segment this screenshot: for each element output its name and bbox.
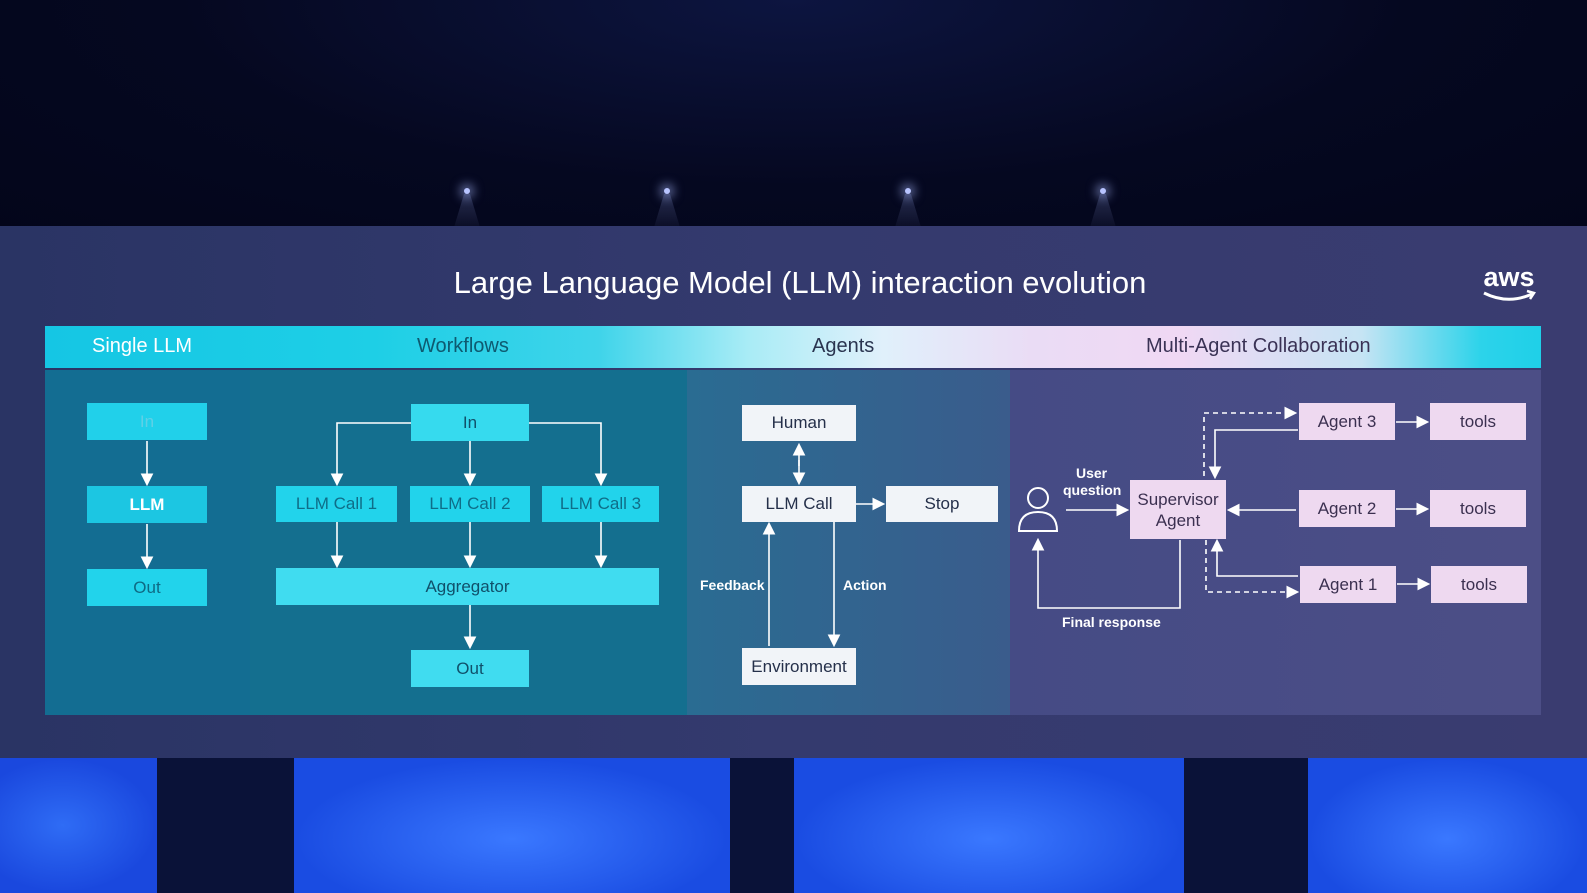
action-label: Action bbox=[843, 577, 887, 593]
supervisor-agent-box: Supervisor Agent bbox=[1130, 480, 1226, 539]
single-in-box: In bbox=[87, 403, 207, 440]
stage-led-panel bbox=[294, 758, 730, 893]
agents-stop-box: Stop bbox=[886, 486, 998, 522]
evolution-banner: Single LLM Workflows Agents Multi-Agent … bbox=[45, 326, 1541, 368]
stage-light bbox=[664, 188, 670, 194]
stage-label-agents: Agents bbox=[812, 335, 875, 357]
aws-logo: aws bbox=[1478, 262, 1540, 308]
stage-light bbox=[464, 188, 470, 194]
agents-environment-box: Environment bbox=[742, 648, 856, 685]
tools-box-1: tools bbox=[1431, 566, 1527, 603]
agent-2-box: Agent 2 bbox=[1299, 490, 1395, 527]
supervisor-label-2: Agent bbox=[1155, 510, 1201, 530]
tools-box-3: tools bbox=[1430, 403, 1526, 440]
stage-light bbox=[1100, 188, 1106, 194]
user-question-label-1: User bbox=[1076, 465, 1108, 481]
stage-ceiling bbox=[0, 0, 1587, 240]
workflow-aggregator: Aggregator bbox=[276, 568, 659, 605]
stage-label-workflows: Workflows bbox=[417, 335, 509, 357]
agent-3-box: Agent 3 bbox=[1299, 403, 1395, 440]
single-out-box: Out bbox=[87, 569, 207, 606]
person-icon bbox=[1017, 487, 1059, 532]
feedback-label: Feedback bbox=[700, 577, 765, 593]
stage-pillar bbox=[157, 758, 294, 893]
stage-pillar bbox=[730, 758, 794, 893]
stage-label-single-llm: Single LLM bbox=[92, 335, 193, 357]
workflow-in-box: In bbox=[411, 404, 529, 441]
stage-light bbox=[905, 188, 911, 194]
final-response-label: Final response bbox=[1062, 614, 1161, 630]
single-llm-box: LLM bbox=[87, 486, 207, 523]
agent-1-box: Agent 1 bbox=[1300, 566, 1396, 603]
workflow-llm-call-1: LLM Call 1 bbox=[276, 486, 397, 522]
supervisor-label-1: Supervisor bbox=[1137, 489, 1219, 509]
stage-pillar bbox=[1184, 758, 1308, 893]
slide-title: Large Language Model (LLM) interaction e… bbox=[453, 265, 1147, 300]
stage-led-panel bbox=[794, 758, 1184, 893]
stage-led-panel bbox=[0, 758, 157, 893]
user-question-label-2: question bbox=[1063, 482, 1122, 498]
workflow-out-box: Out bbox=[411, 650, 529, 687]
aws-smile-icon bbox=[1483, 289, 1536, 301]
tools-box-2: tools bbox=[1430, 490, 1526, 527]
workflow-llm-call-3: LLM Call 3 bbox=[542, 486, 659, 522]
aws-logo-text: aws bbox=[1483, 262, 1535, 292]
stage-label-multi-agent: Multi-Agent Collaboration bbox=[1146, 335, 1371, 357]
agents-llm-call-box: LLM Call bbox=[742, 486, 856, 522]
workflow-llm-call-2: LLM Call 2 bbox=[410, 486, 530, 522]
agents-human-box: Human bbox=[742, 405, 856, 441]
stage-led-panel bbox=[1308, 758, 1587, 893]
